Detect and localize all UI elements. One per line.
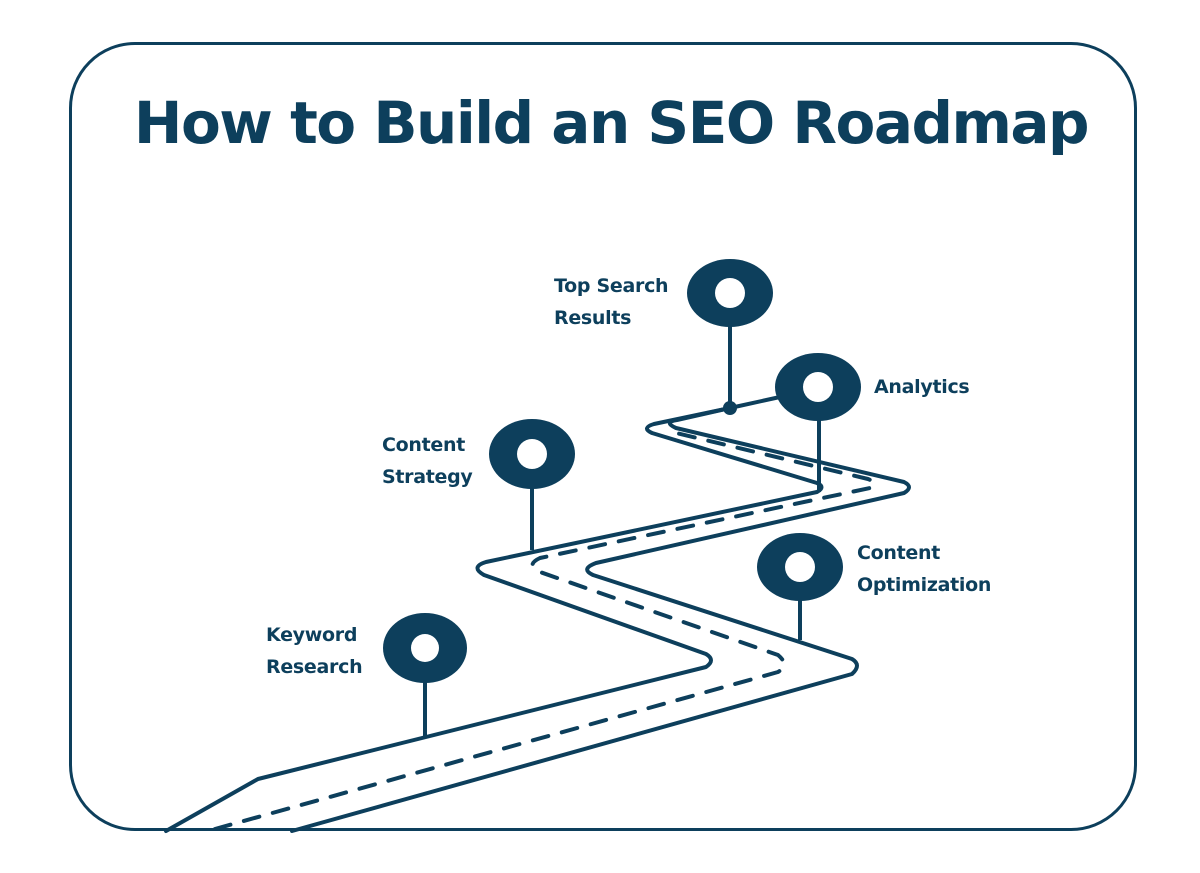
page-title: How to Build an SEO Roadmap <box>133 89 1090 157</box>
milestone-label-content-optimization: Content Optimization <box>857 537 991 601</box>
label-line: Content <box>382 434 466 456</box>
label-line: Results <box>554 307 632 329</box>
connector-top-to-analytics <box>729 395 781 410</box>
road-edge-left <box>164 406 824 833</box>
map-pin-icon <box>489 419 575 489</box>
map-pin-icon <box>383 613 467 683</box>
label-line: Content <box>857 542 941 564</box>
label-line: Strategy <box>382 466 473 488</box>
label-line: Optimization <box>857 574 992 596</box>
milestone-label-keyword-research: Keyword Research <box>266 619 363 683</box>
label-line: Analytics <box>874 376 970 398</box>
road-edge-right <box>290 406 911 833</box>
map-pin-icon <box>757 533 843 601</box>
milestone-label-content-strategy: Content Strategy <box>382 429 473 493</box>
map-pin-icon <box>687 259 773 327</box>
label-line: Research <box>266 656 363 678</box>
label-line: Top Search <box>554 275 669 297</box>
milestone-label-analytics: Analytics <box>874 371 970 403</box>
road-center-dashes <box>213 429 877 831</box>
junction-dot <box>723 401 737 415</box>
map-pin-icon <box>775 353 861 421</box>
diagram-frame <box>69 42 1137 831</box>
milestone-label-top-search-results: Top Search Results <box>554 270 669 334</box>
label-line: Keyword <box>266 624 358 646</box>
